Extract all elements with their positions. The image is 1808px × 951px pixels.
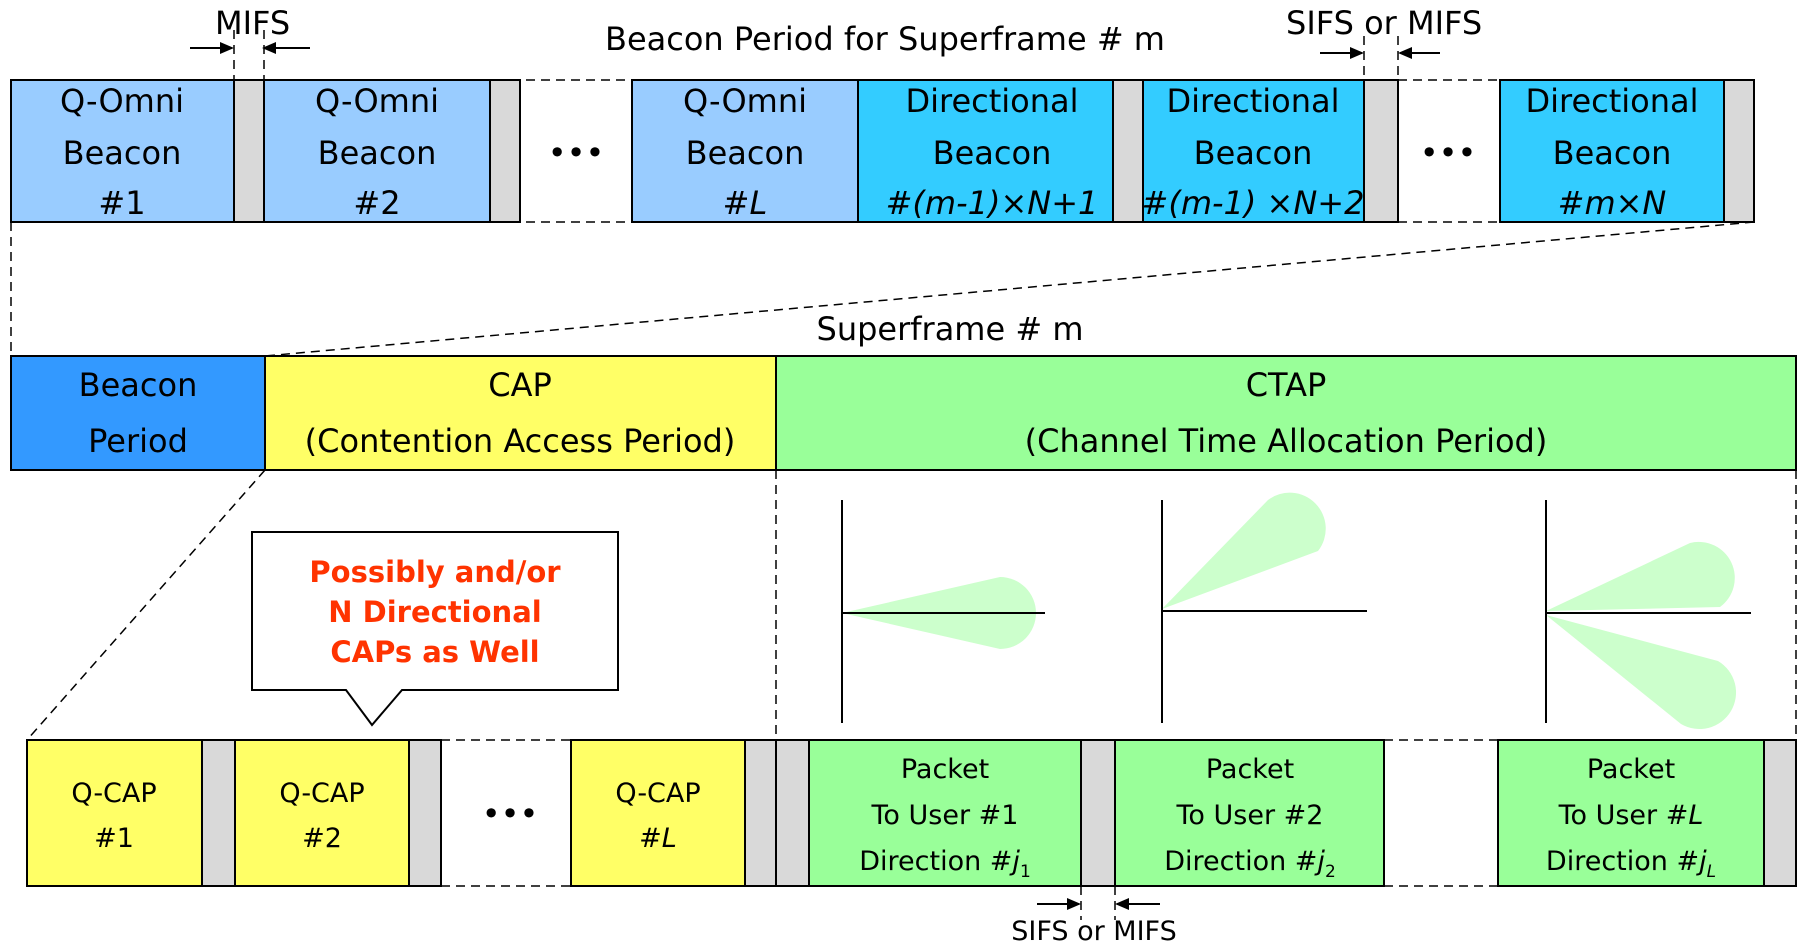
mifs-label-top: MIFS (215, 4, 290, 42)
svg-text:Q-CAP: Q-CAP (71, 778, 156, 809)
svg-text:Q-Omni: Q-Omni (315, 82, 439, 120)
svg-text:To User #L: To User #L (1558, 800, 1704, 831)
beam-diagram-user-L (1545, 500, 1751, 730)
svg-text:Beacon: Beacon (1194, 134, 1313, 172)
svg-text:Direction #j1: Direction #j1 (859, 846, 1031, 882)
svg-text:Beacon: Beacon (686, 134, 805, 172)
mifs-arrows-top (190, 30, 310, 80)
ellipsis-top-1: ••• (548, 134, 605, 172)
svg-text:Q-CAP: Q-CAP (279, 778, 364, 809)
svg-text:N Directional: N Directional (328, 595, 541, 629)
ctap-block: CTAP (Channel Time Allocation Period) (775, 355, 1797, 471)
svg-text:Packet: Packet (1206, 754, 1294, 785)
svg-text:CTAP: CTAP (1246, 366, 1327, 404)
svg-text:#m×N: #m×N (1558, 184, 1667, 222)
svg-text:Possibly and/or: Possibly and/or (309, 555, 561, 589)
svg-text:#(m-1) ×N+2: #(m-1) ×N+2 (1142, 184, 1365, 222)
q-cap-L: Q-CAP #L (570, 739, 746, 887)
svg-text:#1: #1 (98, 184, 145, 222)
packet-user-2: Packet To User #2 Direction #j2 (1114, 739, 1385, 887)
beacon-period-block: Beacon Period (10, 355, 266, 471)
svg-text:Packet: Packet (901, 754, 989, 785)
svg-text:#1: #1 (94, 823, 134, 854)
sifs-arrows-bottom (1037, 886, 1160, 920)
svg-text:CAPs as Well: CAPs as Well (330, 635, 539, 669)
ellipsis-bottom: ••• (482, 795, 539, 833)
omni-beacon-2: Q-Omni Beacon #2 (263, 79, 491, 223)
svg-text:Beacon: Beacon (1553, 134, 1672, 172)
omni-beacon-L: Q-Omni Beacon #L (631, 79, 859, 223)
svg-text:#L: #L (723, 184, 768, 222)
svg-text:Q-CAP: Q-CAP (615, 778, 700, 809)
svg-text:Direction #j2: Direction #j2 (1164, 846, 1336, 882)
q-cap-1: Q-CAP #1 (26, 739, 203, 887)
svg-text:To User #2: To User #2 (1176, 800, 1324, 831)
svg-text:#2: #2 (302, 823, 342, 854)
svg-text:#2: #2 (353, 184, 400, 222)
q-cap-2: Q-CAP #2 (234, 739, 410, 887)
packet-user-L: Packet To User #L Direction #jL (1497, 739, 1765, 887)
directional-beacon-1: Directional Beacon #(m-1)×N+1 (857, 79, 1114, 223)
cap-gap (408, 739, 442, 887)
omni-beacon-1: Q-Omni Beacon #1 (10, 79, 235, 223)
ctap-gap (775, 739, 810, 887)
cap-block: CAP (Contention Access Period) (264, 355, 777, 471)
svg-text:Q-Omni: Q-Omni (683, 82, 807, 120)
ctap-gap (1763, 739, 1797, 887)
svg-text:Packet: Packet (1587, 754, 1675, 785)
beam-diagram-user-2 (1161, 492, 1367, 723)
directional-beacon-mN: Directional Beacon #m×N (1499, 79, 1725, 223)
sifs-gap (1080, 739, 1116, 887)
svg-text:Beacon: Beacon (63, 134, 182, 172)
svg-text:Directional: Directional (905, 82, 1078, 120)
svg-text:(Contention Access Period): (Contention Access Period) (305, 422, 736, 460)
beam-diagram-user-1 (841, 500, 1045, 723)
sifs-arrows-top (1320, 36, 1440, 80)
cap-gap (201, 739, 236, 887)
svg-text:Directional: Directional (1166, 82, 1339, 120)
svg-text:Directional: Directional (1525, 82, 1698, 120)
svg-text:Beacon: Beacon (933, 134, 1052, 172)
superframe-title: Superframe # m (817, 310, 1084, 348)
svg-text:Q-Omni: Q-Omni (60, 82, 184, 120)
cap-gap (744, 739, 777, 887)
directional-beacon-2: Directional Beacon #(m-1) ×N+2 (1142, 79, 1365, 223)
svg-text:Direction #jL: Direction #jL (1546, 846, 1716, 882)
svg-text:Beacon: Beacon (318, 134, 437, 172)
svg-text:(Channel Time Allocation Perio: (Channel Time Allocation Period) (1025, 422, 1548, 460)
callout-bubble: Possibly and/or N Directional CAPs as We… (251, 531, 619, 727)
sifs-label-bottom: SIFS or MIFS (1011, 916, 1177, 947)
packet-user-1: Packet To User #1 Direction #j1 (808, 739, 1082, 887)
svg-text:#L: #L (639, 823, 677, 854)
sifs-gap (1112, 79, 1144, 223)
svg-text:Period: Period (88, 422, 188, 460)
svg-text:To User #1: To User #1 (871, 800, 1019, 831)
ellipsis-top-2: ••• (1420, 134, 1477, 172)
svg-text:CAP: CAP (488, 366, 552, 404)
svg-text:#(m-1)×N+1: #(m-1)×N+1 (886, 184, 1099, 222)
mifs-gap (233, 79, 265, 223)
beacon-period-title: Beacon Period for Superframe # m (605, 20, 1165, 58)
sifs-gap (1363, 79, 1399, 223)
mifs-gap (489, 79, 521, 223)
sifs-gap (1723, 79, 1755, 223)
sifs-label-top: SIFS or MIFS (1286, 4, 1482, 42)
svg-text:Beacon: Beacon (79, 366, 198, 404)
